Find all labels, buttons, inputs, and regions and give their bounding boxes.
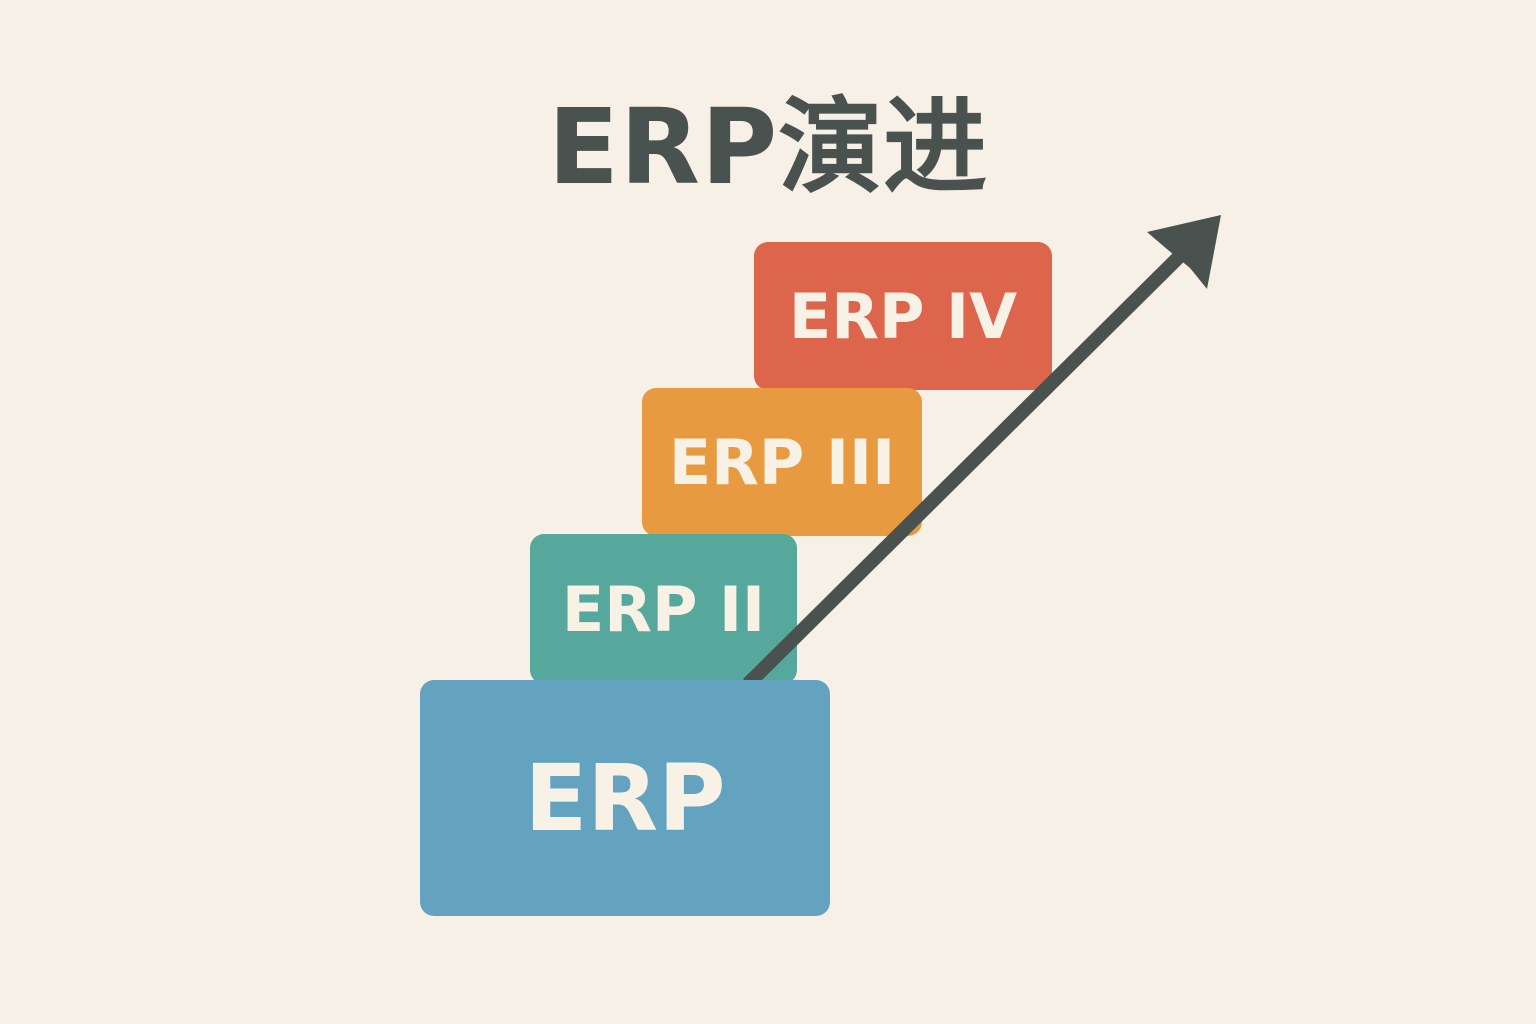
stage-erp: ERP [420, 680, 830, 916]
stage-erp-iv: ERP IV [754, 242, 1052, 390]
stage-label: ERP [524, 744, 726, 852]
stage-label: ERP III [668, 425, 896, 499]
diagram-title: ERP演进 [547, 86, 989, 208]
stage-erp-iii: ERP III [642, 388, 922, 536]
stage-label: ERP IV [788, 279, 1018, 353]
stage-label: ERP II [561, 572, 766, 646]
stage-erp-ii: ERP II [530, 534, 797, 684]
